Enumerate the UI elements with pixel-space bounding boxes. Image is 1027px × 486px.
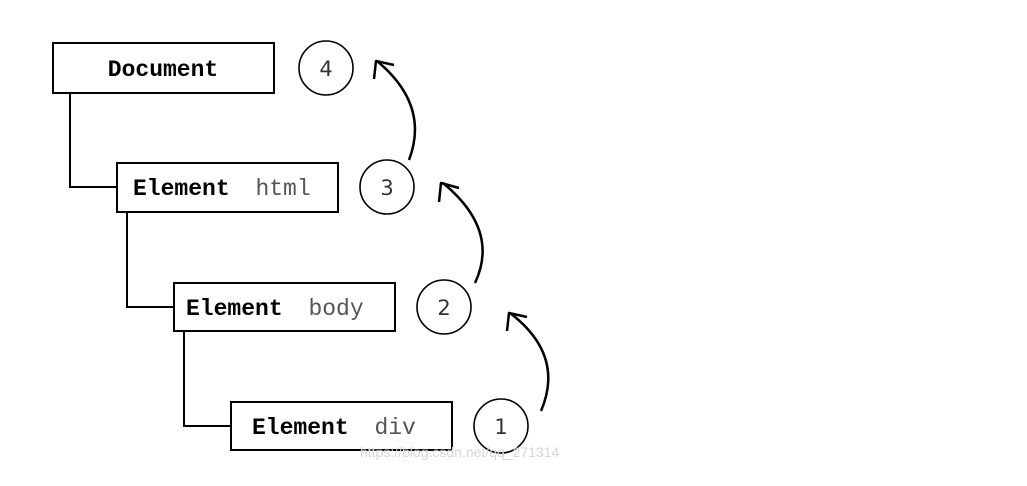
arrow-step-3-to-4 — [372, 59, 417, 161]
step-circle-3: 3 — [359, 159, 415, 215]
arrow-step-1-to-2 — [505, 311, 550, 412]
node-body-type: Element — [186, 296, 283, 322]
step-circle-4: 4 — [298, 40, 354, 96]
node-div-type: Element — [252, 415, 349, 441]
connector-document-html — [69, 93, 117, 188]
connector-html-body — [126, 212, 174, 308]
step-4-label: 4 — [319, 57, 332, 81]
step-circle-2: 2 — [416, 279, 472, 335]
step-circle-1: 1 — [473, 398, 529, 454]
node-html-type: Element — [133, 176, 230, 202]
node-html-tag: html — [255, 176, 310, 202]
svg-text:Element body: Element body — [186, 296, 364, 322]
node-element-body: Element body — [173, 282, 396, 332]
step-3-label: 3 — [380, 176, 393, 200]
node-document: Document — [52, 42, 275, 94]
watermark-text: https://blog.csdn.net/qq_271314 — [360, 444, 559, 460]
svg-text:Element html: Element html — [133, 176, 311, 202]
svg-text:Element div: Element div — [252, 415, 416, 441]
step-1-label: 1 — [494, 415, 507, 439]
node-element-div: Element div — [230, 401, 453, 451]
node-div-tag: div — [374, 415, 416, 441]
arrow-step-2-to-3 — [437, 181, 484, 284]
node-document-label: Document — [108, 57, 218, 83]
node-body-tag: body — [308, 296, 363, 322]
step-2-label: 2 — [437, 296, 450, 320]
node-element-html: Element html — [116, 162, 339, 213]
connector-body-div — [183, 331, 231, 427]
